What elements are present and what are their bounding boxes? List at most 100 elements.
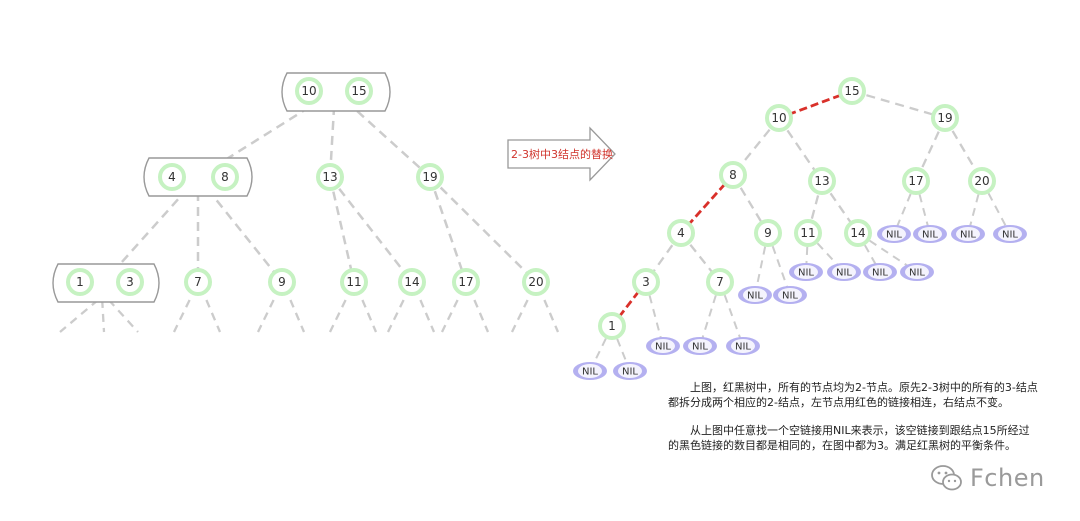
nil-label: NIL xyxy=(798,268,814,279)
node-key-label: 3 xyxy=(126,275,134,289)
tree23-key-17: 17 xyxy=(452,268,480,296)
wechat-icon xyxy=(931,465,962,491)
node-key-label: 14 xyxy=(404,275,419,289)
tree23-leaf-stub xyxy=(473,299,490,333)
explanation-paragraph-1: 上图，红黑树中，所有的节点均为2-节点。原先2-3树中的所有的3-结点都拆分成两… xyxy=(668,381,1038,409)
watermark-text: Fchen xyxy=(970,464,1045,492)
tree23-leaf-stub xyxy=(419,299,436,333)
tree23-key-3: 3 xyxy=(116,268,144,296)
node-key-label: 10 xyxy=(301,84,316,98)
nil-leaf: NIL xyxy=(913,225,947,243)
rbtree-black-link xyxy=(732,174,769,234)
nil-leaf: NIL xyxy=(863,263,897,281)
rbtree-node-9: 9 xyxy=(754,219,782,247)
node-key-label: 1 xyxy=(76,275,84,289)
rbtree-node-17: 17 xyxy=(902,167,930,195)
tree23-leaf-stub xyxy=(289,299,306,333)
nil-leaf: NIL xyxy=(789,263,823,281)
nil-leaf: NIL xyxy=(573,362,607,380)
explanation-text: 上图，红黑树中，所有的节点均为2-节点。原先2-3树中的所有的3-结点都拆分成两… xyxy=(668,380,1038,466)
rbtree-red-link xyxy=(610,281,648,327)
nil-label: NIL xyxy=(960,230,976,241)
node-key-label: 20 xyxy=(528,275,543,289)
node-key-label: 20 xyxy=(974,174,989,188)
tree23-leaf-stub xyxy=(361,299,378,333)
nil-leaf: NIL xyxy=(613,362,647,380)
tree23-key-19: 19 xyxy=(416,163,444,191)
node-key-label: 8 xyxy=(729,168,737,182)
node-key-label: 4 xyxy=(677,226,685,240)
tree23-leaf-stub xyxy=(510,299,529,333)
rbtree-nil-link xyxy=(719,281,744,347)
node-key-label: 15 xyxy=(351,84,366,98)
tree23-key-7: 7 xyxy=(184,268,212,296)
tree23-edge xyxy=(328,176,356,283)
node-key-label: 8 xyxy=(221,170,229,184)
rbtree-nil-link xyxy=(645,281,664,347)
node-key-label: 3 xyxy=(642,275,650,289)
nil-leaf: NIL xyxy=(683,337,717,355)
replacement-arrow: 2-3树中3结点的替换 xyxy=(507,126,616,182)
tree23-key-11: 11 xyxy=(340,268,368,296)
node-key-label: 17 xyxy=(908,174,923,188)
nil-leaf: NIL xyxy=(951,225,985,243)
nil-label: NIL xyxy=(622,367,638,378)
node-key-label: 14 xyxy=(850,226,865,240)
node-key-label: 11 xyxy=(346,275,361,289)
node-key-label: 7 xyxy=(194,275,202,289)
tree23-key-9: 9 xyxy=(268,268,296,296)
rbtree-nil-link xyxy=(699,281,721,347)
nil-label: NIL xyxy=(782,291,798,302)
nil-label: NIL xyxy=(922,230,938,241)
tree23-key-15: 15 xyxy=(345,77,373,105)
nil-leaf: NIL xyxy=(900,263,934,281)
tree23-leaf-stub xyxy=(205,299,222,333)
nil-label: NIL xyxy=(836,268,852,279)
node-key-label: 9 xyxy=(764,226,772,240)
nil-label: NIL xyxy=(886,230,902,241)
tree23-leaf-stub xyxy=(107,299,139,333)
tree23-key-1: 1 xyxy=(66,268,94,296)
node-key-label: 10 xyxy=(771,111,786,125)
tree23-leaf-stubs xyxy=(59,299,560,333)
rbtree-node-13: 13 xyxy=(808,167,836,195)
tree23-key-8: 8 xyxy=(211,163,239,191)
rbtree-nil-link xyxy=(767,232,791,296)
arrow-label: 2-3树中3结点的替换 xyxy=(511,147,613,161)
nil-label: NIL xyxy=(582,367,598,378)
tree23-edge xyxy=(197,89,336,179)
rbtree-nil-link xyxy=(754,232,769,296)
tree23-edge xyxy=(428,176,468,283)
tree23-key-4: 4 xyxy=(158,163,186,191)
rbtree-nil-link xyxy=(981,180,1011,235)
rbtree-black-link xyxy=(914,117,947,182)
nil-label: NIL xyxy=(909,268,925,279)
node-key-label: 19 xyxy=(422,170,437,184)
rbtree-node-3: 3 xyxy=(632,268,660,296)
tree23-leaf-stub xyxy=(101,299,106,333)
nil-label: NIL xyxy=(747,291,763,302)
arrow-shape xyxy=(507,126,616,182)
tree23-edge xyxy=(429,176,537,283)
explanation-paragraph-2: 从上图中任意找一个空链接用NIL来表示，该空链接到跟结点15所经过的黑色链接的数… xyxy=(668,424,1030,452)
tree23-edge xyxy=(329,176,413,283)
node-key-label: 13 xyxy=(814,174,829,188)
node-key-label: 13 xyxy=(322,170,337,184)
rbtree-node-10: 10 xyxy=(765,104,793,132)
node-key-label: 19 xyxy=(937,111,952,125)
rbtree-node-11: 11 xyxy=(794,219,822,247)
rbtree-node-14: 14 xyxy=(844,219,872,247)
nil-leaf: NIL xyxy=(877,225,911,243)
rbtree-nil-link xyxy=(893,180,917,235)
tree23-key-13: 13 xyxy=(316,163,344,191)
rbtree-black-link xyxy=(851,89,946,120)
node-key-label: 11 xyxy=(800,226,815,240)
tree23-leaf-stub xyxy=(172,299,191,333)
nil-leaf: NIL xyxy=(827,263,861,281)
rbtree-node-7: 7 xyxy=(706,268,734,296)
tree23-key-14: 14 xyxy=(398,268,426,296)
tree23-edges xyxy=(103,89,537,283)
